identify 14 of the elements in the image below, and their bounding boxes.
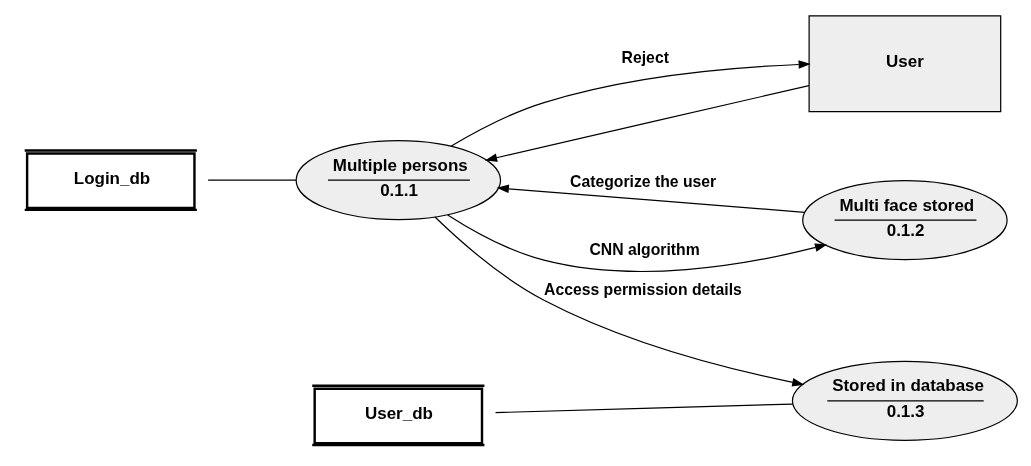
node-ellipse: Multi face stored 0.1.2 xyxy=(802,179,1008,260)
arrow xyxy=(496,184,806,213)
edge-label: Access permission details xyxy=(544,280,742,298)
node-box: User xyxy=(808,14,1002,112)
node-ellipse: Multiple persons 0.1.1 xyxy=(295,139,502,220)
edge-label: Reject xyxy=(621,48,669,66)
connector xyxy=(207,179,297,181)
arrow xyxy=(450,59,811,147)
arrow xyxy=(485,84,810,162)
edge-label: CNN algorithm xyxy=(589,240,700,258)
arrow xyxy=(434,215,805,386)
arrow xyxy=(447,213,828,272)
edge-label: Categorize the user xyxy=(570,172,717,190)
connector xyxy=(494,402,794,413)
